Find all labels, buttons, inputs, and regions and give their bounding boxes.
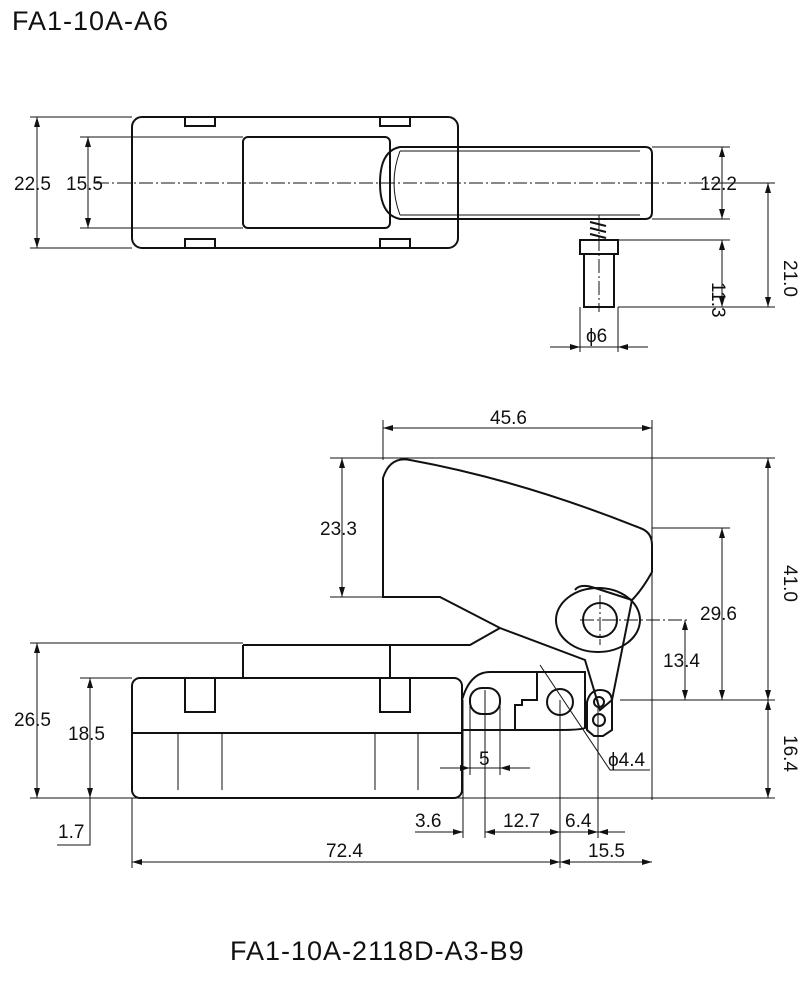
dim-13-4: 13.4	[663, 651, 700, 672]
dim-1-7: 1.7	[58, 822, 84, 843]
dim-3-6: 3.6	[415, 811, 441, 832]
dim-5: 5	[479, 749, 490, 770]
dim-11-3: 11.3	[707, 282, 728, 318]
dim-15-5: 15.5	[66, 174, 103, 195]
side-view-title: FA1-10A-2118D-A3-B9	[230, 936, 525, 966]
top-view-switch	[95, 116, 720, 312]
side-view-switch	[131, 458, 690, 799]
dim-pin-diameter: ϕ6	[586, 326, 607, 347]
dim-72-4: 72.4	[326, 841, 363, 862]
side-view-dimensions	[30, 420, 775, 868]
dim-23-3: 23.3	[320, 519, 357, 540]
dim-41-0: 41.0	[779, 565, 800, 602]
dim-26-5: 26.5	[14, 710, 51, 731]
dim-6-4: 6.4	[565, 811, 592, 832]
dim-22-5: 22.5	[14, 174, 51, 195]
top-view-dimensions	[30, 116, 775, 352]
dim-18-5: 18.5	[68, 724, 105, 745]
dim-12-7: 12.7	[503, 811, 540, 832]
dim-21-0: 21.0	[779, 260, 800, 297]
dim-45-6: 45.6	[490, 408, 527, 429]
dim-29-6: 29.6	[700, 604, 737, 625]
top-view-title: FA1-10A-A6	[12, 6, 170, 36]
dim-hole-diameter: ϕ4.4	[608, 750, 645, 771]
dim-12-2: 12.2	[700, 174, 737, 195]
dim-16-4: 16.4	[779, 735, 800, 772]
dim-15-5-side: 15.5	[588, 841, 625, 862]
